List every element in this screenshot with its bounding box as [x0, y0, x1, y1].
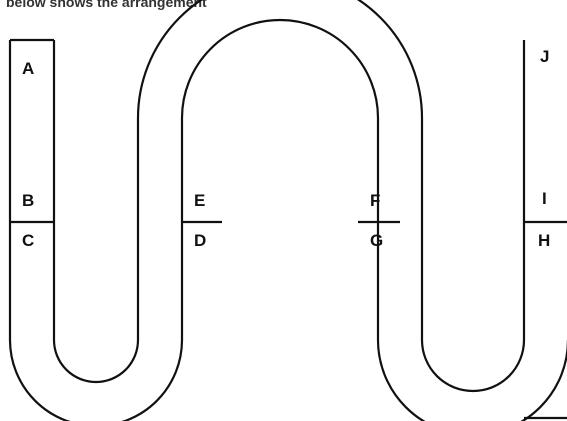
label-c: C	[22, 231, 34, 250]
label-a: A	[22, 59, 34, 78]
label-b: B	[22, 191, 34, 210]
tube-inner-wall	[52, 0, 526, 393]
label-d: D	[194, 231, 206, 250]
label-j: J	[540, 47, 549, 66]
label-h: H	[538, 231, 550, 250]
label-f: F	[370, 191, 380, 210]
caption-text: below shows the arrangement	[6, 0, 207, 10]
label-i: I	[542, 189, 547, 208]
tube-outer-wall	[8, 18, 567, 421]
label-g: G	[370, 231, 383, 250]
label-e: E	[194, 191, 205, 210]
